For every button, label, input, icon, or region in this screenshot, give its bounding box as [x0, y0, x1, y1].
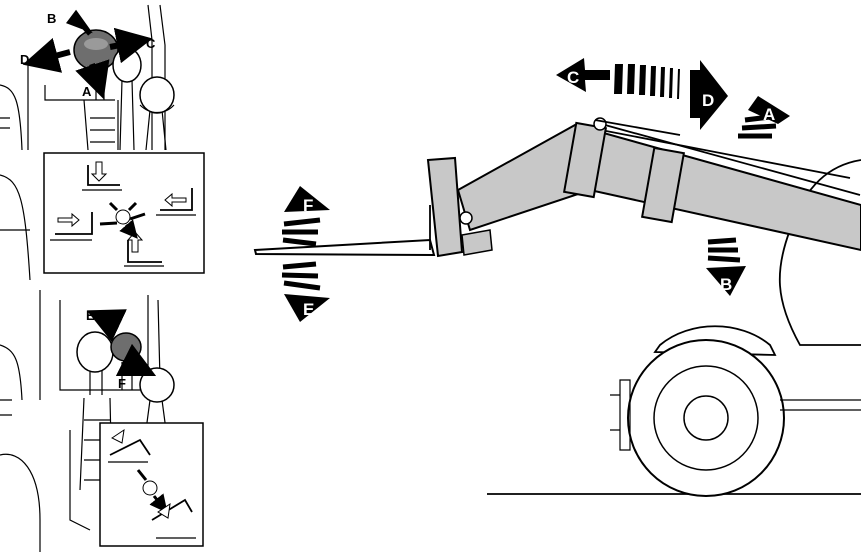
upper-joystick-panel: B D C A: [0, 5, 204, 280]
joystick-knob-white-2: [140, 77, 174, 113]
arrow-d-icon: [40, 52, 70, 60]
boom-retract-extend-arrows: C D: [556, 58, 728, 130]
boom-lower-arrow: B: [706, 240, 746, 296]
telescopic-boom: [458, 118, 861, 250]
joystick-center-icon: [116, 210, 130, 224]
joystick-knob-dark-2: [111, 333, 141, 361]
label-f-boom: F: [303, 196, 313, 215]
label-a: A: [82, 84, 92, 99]
arrow-e-icon: [103, 318, 118, 325]
telehandler-illustration: C D A B F E: [255, 58, 861, 496]
label-b-boom: B: [720, 275, 732, 294]
label-c: C: [146, 36, 156, 51]
boom-raise-arrow: A: [738, 96, 790, 136]
joystick-knob-white-1: [113, 48, 141, 82]
label-d-boom: D: [702, 91, 714, 110]
fork-tilt-up-arrow: F: [282, 186, 330, 244]
label-b: B: [47, 11, 56, 26]
lower-joystick-panel: E F: [0, 290, 203, 552]
label-d: D: [20, 52, 29, 67]
arrow-f-icon: [124, 360, 140, 368]
label-c-boom: C: [567, 68, 579, 87]
joystick-knob-white-3: [77, 332, 113, 372]
label-a-boom: A: [763, 105, 775, 124]
label-f: F: [118, 376, 126, 391]
wheel: [628, 340, 784, 496]
label-e: E: [86, 308, 95, 323]
forks: [255, 240, 434, 255]
label-e-boom: E: [303, 300, 314, 319]
joystick-knob-white-4: [140, 368, 174, 402]
arrow-b-icon: [70, 14, 90, 34]
fork-tilt-down-arrow: E: [282, 264, 330, 322]
joystick-center-icon-2: [143, 481, 157, 495]
